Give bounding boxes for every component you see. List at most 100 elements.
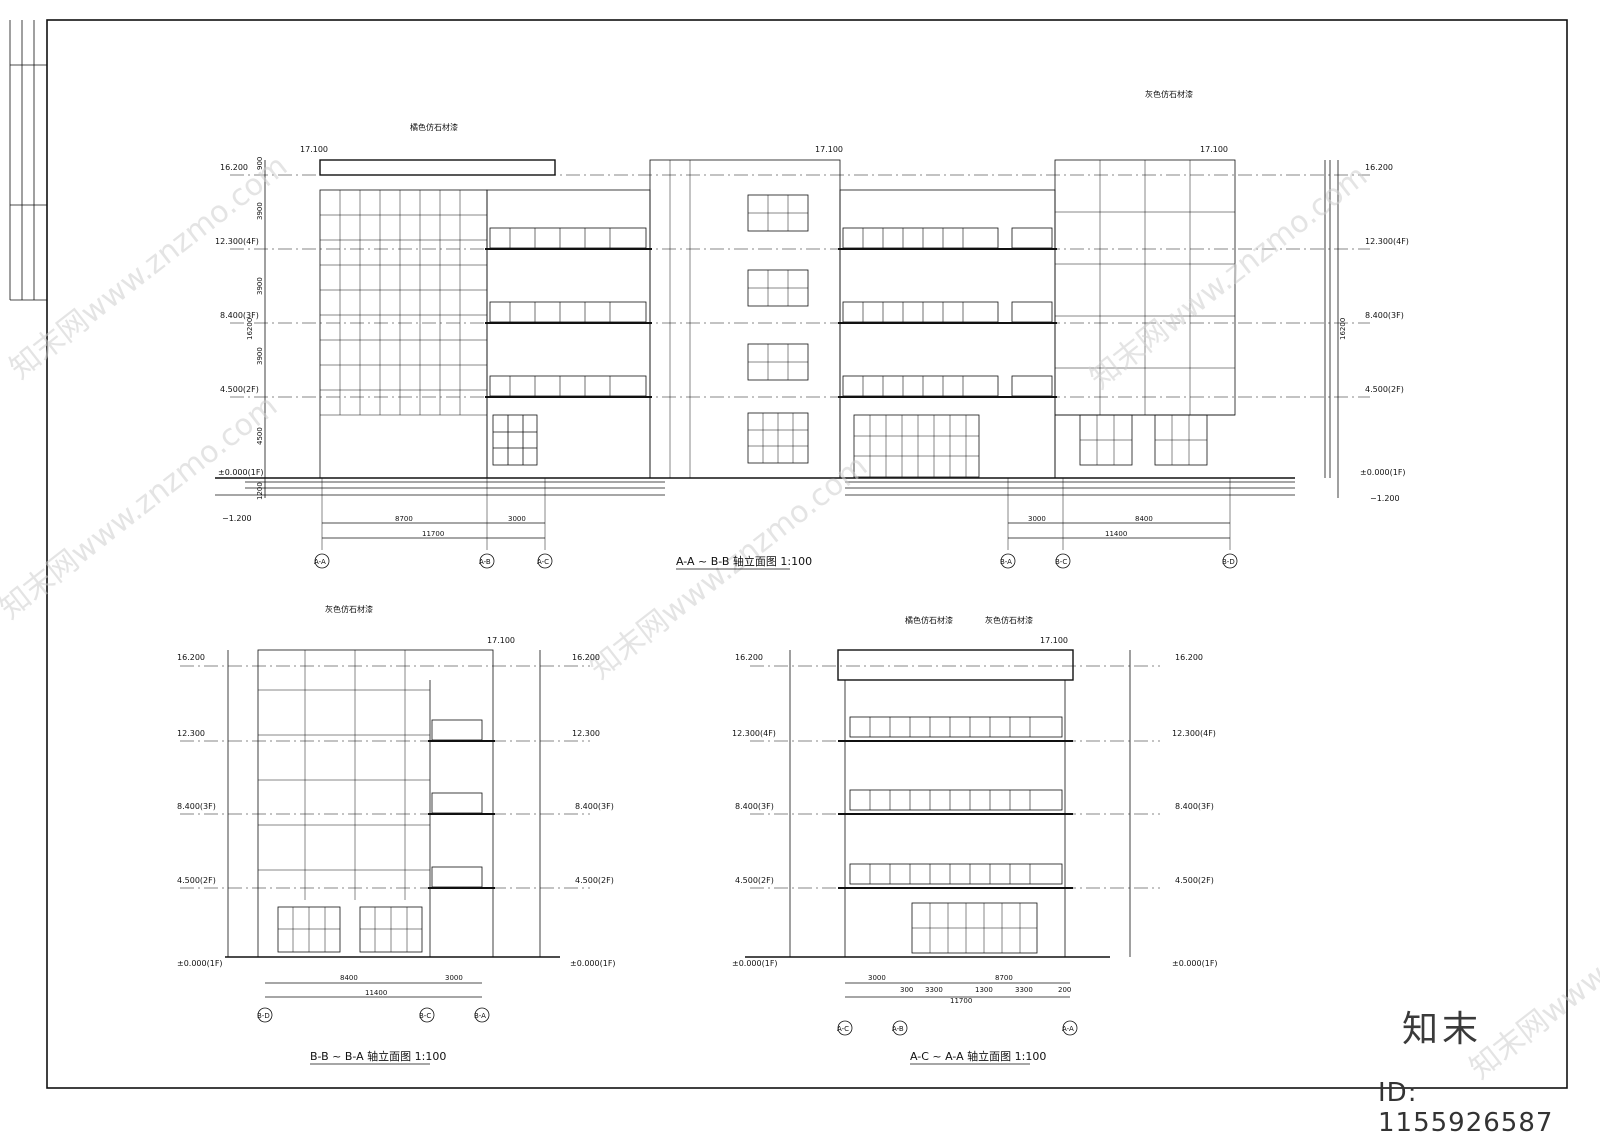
side-left-2f-r: 4.500(2F)	[575, 876, 614, 885]
side-left-2f: 4.500(2F)	[177, 876, 216, 885]
level-top-right: 16.200	[1365, 163, 1393, 172]
side-right-top: 16.200	[735, 653, 763, 662]
left-side-labels: 17.100 16.200 12.300 8.400(3F) 4.500(2F)…	[177, 636, 616, 1020]
level-top-left: 16.200	[220, 163, 248, 172]
level-ground-right: −1.200	[1370, 494, 1400, 503]
side-right-1f-r: ±0.000(1F)	[1172, 959, 1218, 968]
dim-side-left-3000: 3000	[445, 974, 463, 982]
svg-text:16200: 16200	[1339, 318, 1347, 340]
dim-side-right-3300a: 3300	[925, 986, 943, 994]
svg-text:知末网www.znzmo.com: 知末网www.znzmo.com	[1463, 848, 1600, 1086]
image-id: ID: 1155926587	[1378, 1078, 1554, 1138]
level-ground-left: −1.200	[222, 514, 252, 523]
svg-text:900: 900	[256, 157, 264, 170]
left-side-elevation	[180, 649, 590, 998]
level-roof-top-right: 17.100	[1200, 145, 1228, 154]
dim-front-r-11400: 11400	[1105, 530, 1127, 538]
level-3f-left: 8.400(3F)	[220, 311, 259, 320]
side-left-title: B-B ~ B-A 轴立面图 1:100	[310, 1049, 446, 1063]
axis-label-aa: A-A	[314, 558, 326, 566]
side-left-3f-r: 8.400(3F)	[575, 802, 614, 811]
axis-label-ab: A-B	[479, 558, 491, 566]
watermarks: 知末网www.znzmo.com 知末网www.znzmo.com 知末网www…	[0, 148, 1600, 1086]
level-2f-left: 4.500(2F)	[220, 385, 259, 394]
dim-side-right-300: 300	[900, 986, 913, 994]
title-strip	[9, 20, 47, 301]
side-right-3f-r: 8.400(3F)	[1175, 802, 1214, 811]
dim-side-left-8400: 8400	[340, 974, 358, 982]
axis-label-ba: B-A	[1000, 558, 1012, 566]
axis-label-bc: B-C	[1055, 558, 1067, 566]
side-left-top-r: 16.200	[572, 653, 600, 662]
side-left-3f: 8.400(3F)	[177, 802, 216, 811]
right-side-labels: 17.100 16.200 12.300(4F) 8.400(3F) 4.500…	[732, 636, 1218, 1033]
side-right-2f-r: 4.500(2F)	[1175, 876, 1214, 885]
axis-side-left-bc: B-C	[419, 1012, 431, 1020]
dim-side-right-3000: 3000	[868, 974, 886, 982]
front-level-labels: 17.100 17.100 17.100 16.200 12.300(4F) 8…	[215, 145, 1409, 523]
right-side-elevation	[745, 649, 1160, 998]
axis-side-left-ba: B-A	[474, 1012, 486, 1020]
dim-front-r-8400: 8400	[1135, 515, 1153, 523]
level-1f-left: ±0.000(1F)	[218, 468, 264, 477]
svg-text:4500: 4500	[256, 427, 264, 445]
right-side-axis-bubbles	[837, 1020, 1078, 1036]
dim-front-8700: 8700	[395, 515, 413, 523]
dim-side-left-11400: 11400	[365, 989, 387, 997]
side-right-4f: 12.300(4F)	[732, 729, 776, 738]
svg-text:1200: 1200	[256, 482, 264, 500]
material-label-grey-side: 灰色仿石材漆	[325, 604, 373, 614]
left-side-axis-bubbles	[257, 1007, 490, 1023]
material-label-grey: 灰色仿石材漆	[1145, 89, 1193, 99]
svg-text:16200: 16200	[246, 318, 254, 340]
sheet-border	[46, 19, 1568, 1089]
svg-text:3900: 3900	[256, 347, 264, 365]
material-label-grey-side2: 灰色仿石材漆	[985, 615, 1033, 625]
dim-side-right-200: 200	[1058, 986, 1071, 994]
svg-text:知末网www.znzmo.com: 知末网www.znzmo.com	[1083, 158, 1374, 396]
dim-side-right-8700: 8700	[995, 974, 1013, 982]
axis-label-ac: A-C	[537, 558, 549, 566]
side-left-top: 16.200	[177, 653, 205, 662]
material-label-orange-side: 橘色仿石材漆	[905, 615, 953, 625]
level-4f-left: 12.300(4F)	[215, 237, 259, 246]
front-elevation	[215, 159, 1370, 550]
material-label-orange: 橘色仿石材漆	[410, 122, 458, 132]
axis-side-left-bd: B-D	[257, 1012, 270, 1020]
dim-side-right-11700: 11700	[950, 997, 972, 1005]
side-left-4f: 12.300	[177, 729, 205, 738]
dim-side-right-3300b: 3300	[1015, 986, 1033, 994]
side-left-roof: 17.100	[487, 636, 515, 645]
dim-front-r-3000: 3000	[1028, 515, 1046, 523]
side-left-4f-r: 12.300	[572, 729, 600, 738]
axis-side-right-aa: A-A	[1062, 1025, 1074, 1033]
side-right-4f-r: 12.300(4F)	[1172, 729, 1216, 738]
side-right-2f: 4.500(2F)	[735, 876, 774, 885]
dim-front-11700: 11700	[422, 530, 444, 538]
front-axis-bubbles	[314, 553, 1238, 569]
material-labels: 橘色仿石材漆 灰色仿石材漆 灰色仿石材漆 橘色仿石材漆 灰色仿石材漆	[325, 89, 1193, 625]
brand-logo: 知末	[1402, 1009, 1483, 1050]
side-right-top-r: 16.200	[1175, 653, 1203, 662]
side-left-1f: ±0.000(1F)	[177, 959, 223, 968]
dim-front-3000: 3000	[508, 515, 526, 523]
axis-label-bd: B-D	[1222, 558, 1235, 566]
level-1f-right: ±0.000(1F)	[1360, 468, 1406, 477]
level-4f-right: 12.300(4F)	[1365, 237, 1409, 246]
level-roof-top-mid: 17.100	[815, 145, 843, 154]
axis-side-right-ac: A-C	[837, 1025, 849, 1033]
side-right-1f: ±0.000(1F)	[732, 959, 778, 968]
front-dimension-labels: 8700 3000 11700 3000 8400 11400	[395, 515, 1153, 538]
level-3f-right: 8.400(3F)	[1365, 311, 1404, 320]
level-roof-top: 17.100	[300, 145, 328, 154]
svg-text:3900: 3900	[256, 277, 264, 295]
axis-side-right-ab: A-B	[892, 1025, 904, 1033]
side-right-3f: 8.400(3F)	[735, 802, 774, 811]
svg-text:3900: 3900	[256, 202, 264, 220]
front-axis-labels: A-A A-B A-C B-A B-C B-D	[314, 558, 1235, 566]
side-right-roof: 17.100	[1040, 636, 1068, 645]
svg-text:知末网www.znzmo.com: 知末网www.znzmo.com	[0, 388, 284, 626]
front-elevation-title: A-A ~ B-B 轴立面图 1:100	[676, 554, 812, 568]
side-right-title: A-C ~ A-A 轴立面图 1:100	[910, 1049, 1046, 1063]
